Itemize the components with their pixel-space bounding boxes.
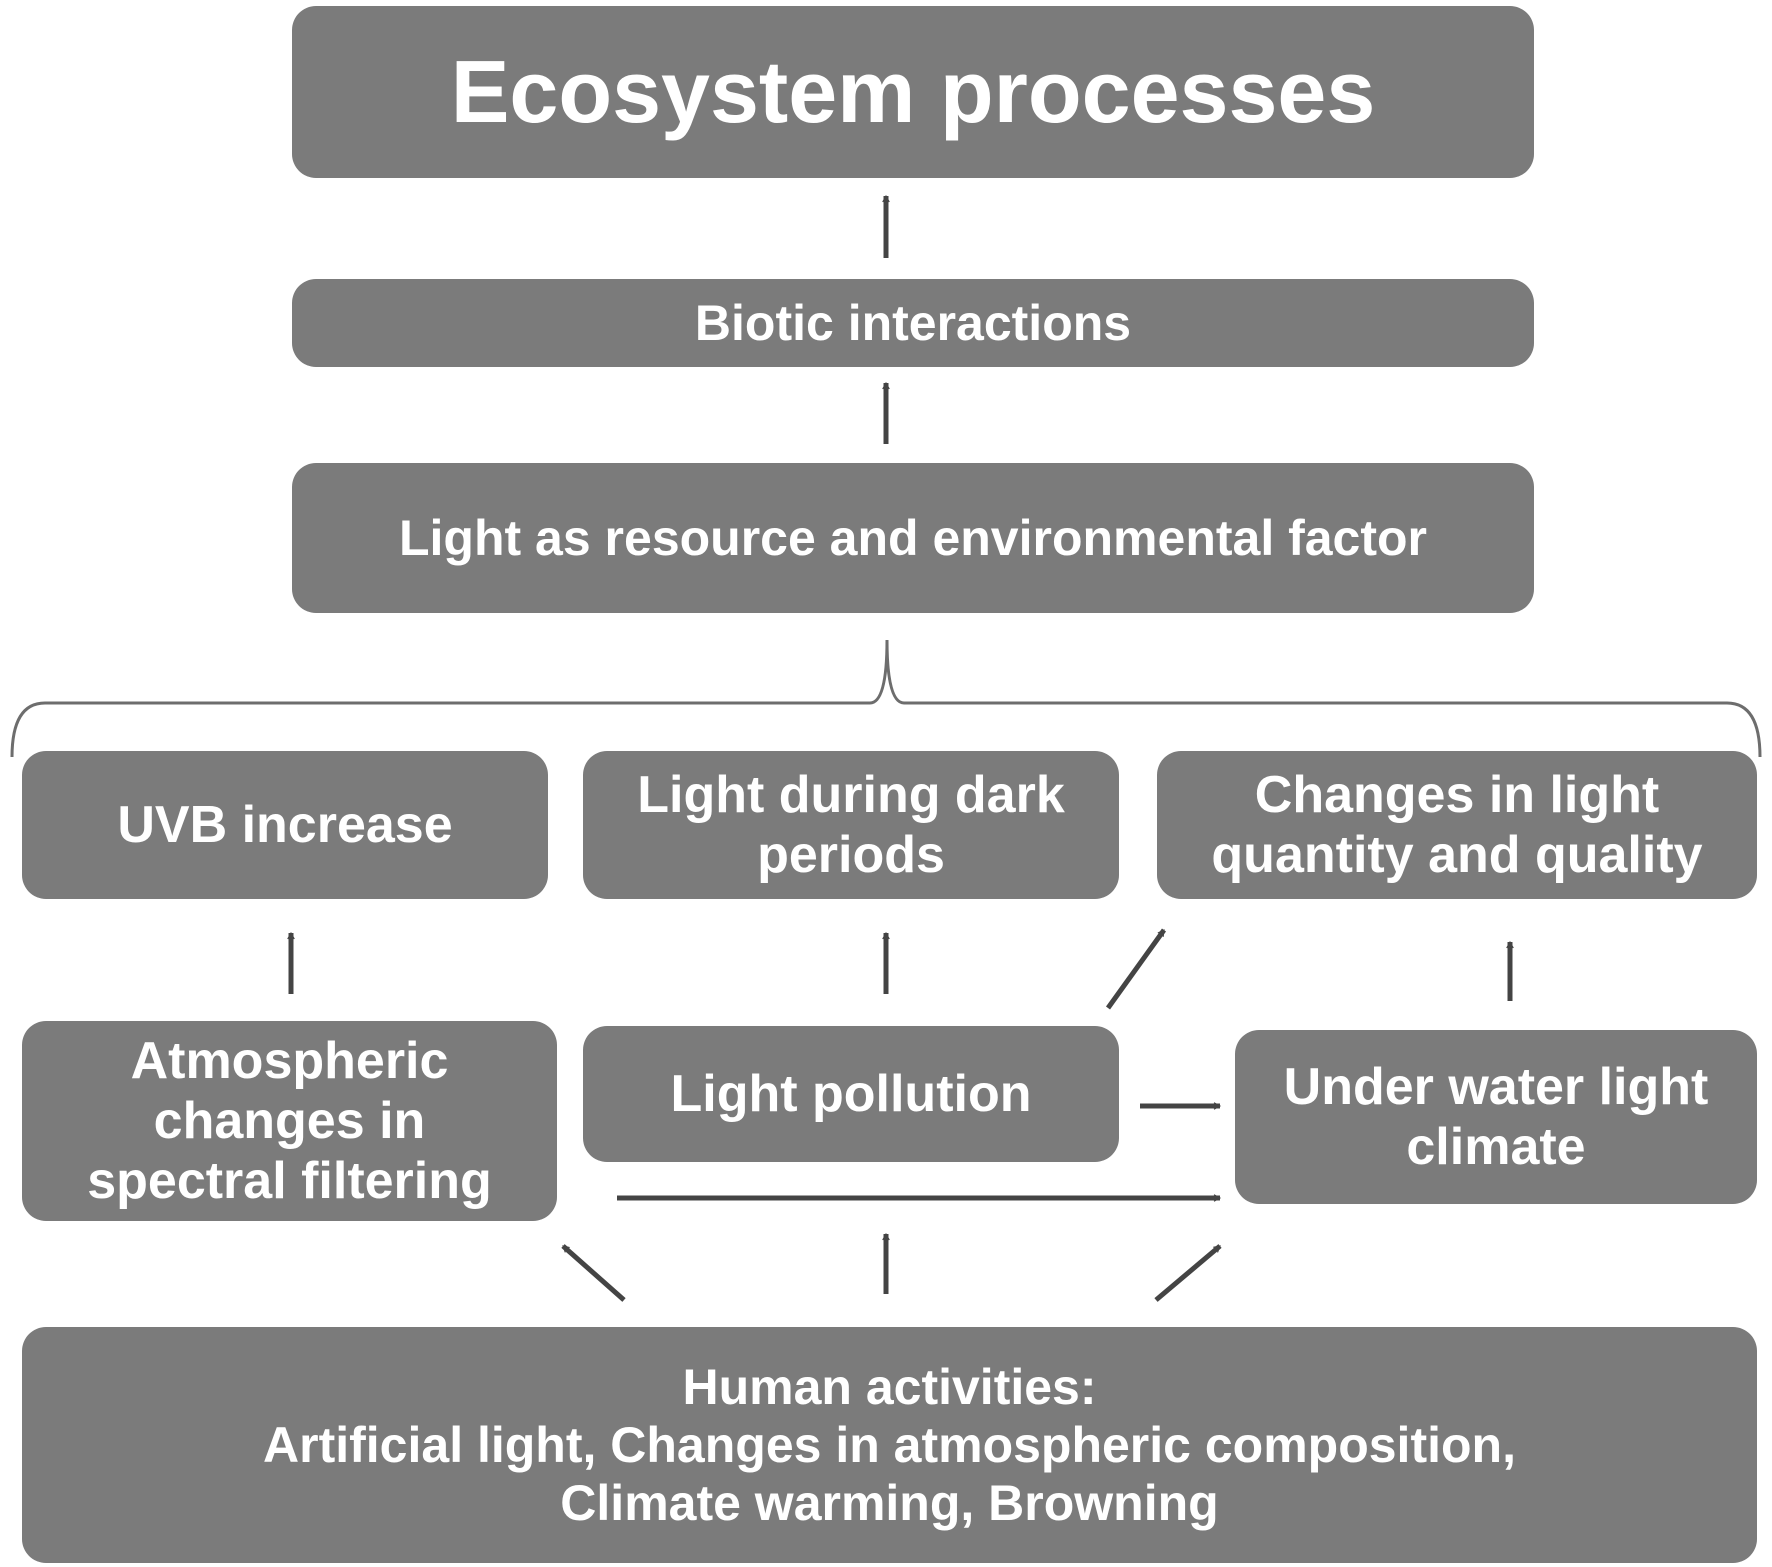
- biotic-interactions-node: Biotic interactions: [292, 279, 1534, 367]
- under-water-light-node: Under water light climate: [1235, 1030, 1757, 1204]
- changes-light-quantity-line-2: quantity and quality: [1211, 826, 1703, 884]
- arrow-pollution-to-light-quality: [1105, 928, 1167, 1010]
- grouping-bracket: [10, 639, 1762, 758]
- human-activities-item-2: Climate warming, Browning: [560, 1475, 1219, 1531]
- light-pollution-label: Light pollution: [670, 1064, 1032, 1123]
- atmospheric-changes-line-1: Atmospheric: [130, 1031, 449, 1090]
- ecosystem-processes-label: Ecosystem processes: [450, 41, 1376, 141]
- light-dark-periods-node: Light during dark periods: [583, 751, 1119, 899]
- changes-light-quantity-node: Changes in light quantity and quality: [1157, 751, 1757, 899]
- arrow-human-to-underwater: [1154, 1244, 1222, 1302]
- human-activities-node: Human activities: Artificial light, Chan…: [22, 1327, 1757, 1563]
- light-resource-node: Light as resource and environmental fact…: [292, 463, 1534, 613]
- uvb-increase-node: UVB increase: [22, 751, 548, 899]
- arrow-human-to-atmospheric: [561, 1244, 626, 1302]
- ecosystem-processes-node: Ecosystem processes: [292, 6, 1534, 178]
- atmospheric-changes-node: Atmospheric changes in spectral filterin…: [22, 1021, 557, 1221]
- atmospheric-changes-line-3: spectral filtering: [87, 1152, 492, 1211]
- changes-light-quantity-line-1: Changes in light: [1254, 765, 1660, 824]
- light-resource-label: Light as resource and environmental fact…: [398, 510, 1428, 566]
- light-pollution-node: Light pollution: [583, 1026, 1119, 1162]
- light-dark-periods-line-2: periods: [757, 826, 945, 884]
- biotic-interactions-label: Biotic interactions: [694, 295, 1132, 351]
- under-water-light-line-1: Under water light: [1283, 1057, 1709, 1116]
- light-dark-periods-line-1: Light during dark: [637, 765, 1065, 824]
- uvb-increase-label: UVB increase: [117, 795, 453, 854]
- human-activities-item-1: Artificial light, Changes in atmospheric…: [263, 1417, 1516, 1473]
- human-activities-title: Human activities:: [682, 1359, 1097, 1415]
- atmospheric-changes-line-2: changes in: [153, 1091, 426, 1150]
- under-water-light-line-2: climate: [1406, 1118, 1586, 1176]
